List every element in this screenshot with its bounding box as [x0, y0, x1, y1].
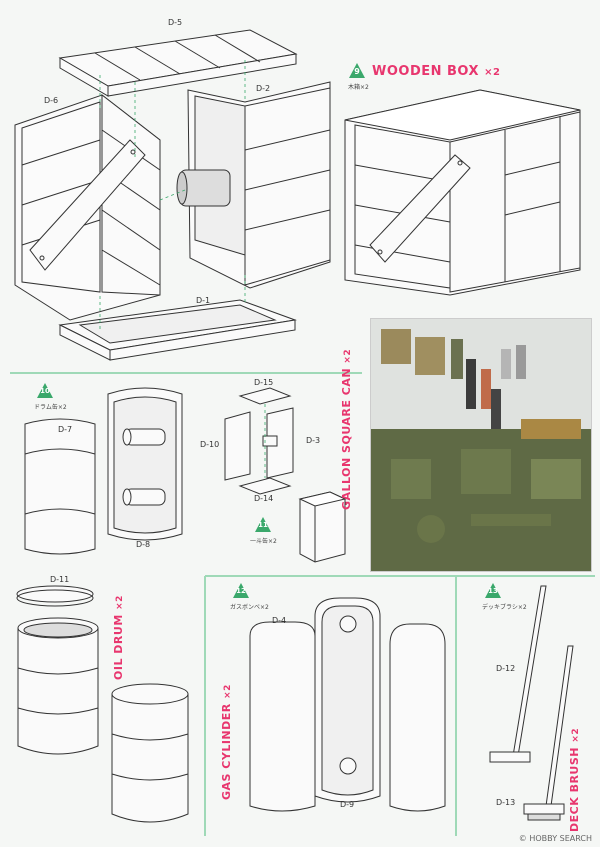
part-label-d4: D-4 — [272, 616, 287, 625]
gas-jp: ガスボンベ×2 — [230, 604, 269, 611]
part-label-d6: D-6 — [44, 96, 59, 105]
part-label-d8: D-8 — [136, 540, 151, 549]
gallon-jp: 一斗缶×2 — [250, 538, 277, 545]
part-label-d13: D-13 — [496, 798, 516, 807]
oil-drum-title: OIL DRUM ×2 — [112, 595, 125, 680]
gallon-title: GALLON SQUARE CAN ×2 — [340, 348, 353, 510]
part-label-d5: D-5 — [168, 18, 183, 27]
drum-jp: ドラム缶×2 — [34, 404, 67, 411]
part-label-d11: D-11 — [50, 575, 70, 584]
watermark: © HOBBY SEARCH — [518, 834, 592, 843]
divider-horizontal-2 — [205, 575, 595, 577]
part-label-d15: D-15 — [254, 378, 274, 387]
part-label-d7: D-7 — [58, 425, 73, 434]
wooden-box-title: WOODEN BOX ×2 — [372, 64, 501, 79]
part-label-d9: D-9 — [340, 800, 355, 809]
step-badge-13: 13 — [484, 582, 502, 600]
step-badge-10: 10 — [36, 382, 54, 400]
step-badge-11: 11 — [254, 516, 272, 534]
step-badge-12: 12 — [232, 582, 250, 600]
part-label-d10: D-10 — [200, 440, 220, 449]
oil-drum-drawing — [16, 585, 189, 823]
part-label-d12: D-12 — [496, 664, 516, 673]
divider-vertical-2 — [455, 576, 457, 836]
deck-brush-drawing — [489, 585, 574, 821]
gallon-can-drawing — [224, 387, 347, 563]
wooden-box-exploded-drawing — [14, 29, 581, 361]
gas-cylinder-drawing — [249, 597, 446, 812]
brush-jp: デッキブラシ×2 — [482, 604, 527, 611]
part-label-d1: D-1 — [196, 296, 211, 305]
divider-horizontal-1 — [10, 372, 362, 374]
model-photo — [370, 318, 592, 572]
drum-halves-drawing — [24, 387, 183, 555]
part-label-d3: D-3 — [306, 436, 321, 445]
step-badge-9: 9 — [348, 62, 366, 80]
part-label-d14: D-14 — [254, 494, 274, 503]
divider-vertical-1 — [204, 576, 206, 836]
wooden-box-jp: 木箱×2 — [348, 84, 369, 91]
part-label-d2: D-2 — [256, 84, 271, 93]
gas-cylinder-title: GAS CYLINDER ×2 — [220, 684, 233, 800]
deck-brush-title: DECK BRUSH ×2 — [568, 727, 581, 832]
